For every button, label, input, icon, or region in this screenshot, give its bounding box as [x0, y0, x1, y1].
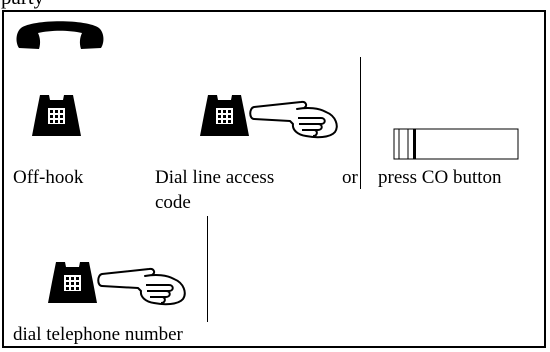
desk-phone-icon: [32, 95, 81, 136]
desk-phone-with-pointing-hand-icon: [48, 262, 186, 306]
cut-off-heading-fragment: party: [1, 0, 44, 8]
step-label-dial-line-access: Dial line access: [155, 167, 275, 188]
desk-phone-with-pointing-hand-icon: [200, 95, 338, 139]
step-divider-line: [207, 216, 208, 322]
step-label-press-co-button: press CO button: [378, 167, 502, 188]
handset-icon: [16, 21, 104, 49]
step-label-dial-line-access-continued: code: [155, 192, 191, 213]
instruction-frame: [2, 10, 546, 348]
step-divider-line: [360, 57, 361, 189]
step-label-or: or: [342, 167, 358, 188]
step-label-dial-telephone-number: dial telephone number: [13, 324, 183, 345]
step-label-off-hook: Off-hook: [13, 167, 84, 188]
co-button-icon: [393, 128, 519, 160]
